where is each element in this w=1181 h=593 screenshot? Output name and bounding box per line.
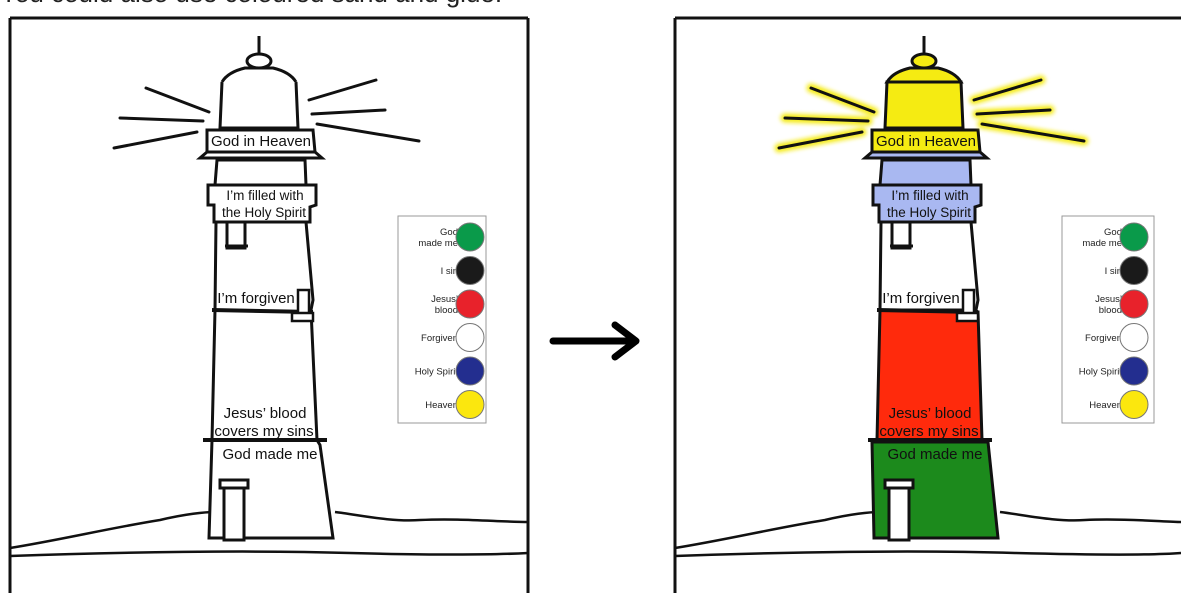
left-label-heaven: God in Heaven [211,133,311,150]
legend-label: made me [1082,238,1122,249]
right-label-forgiven: I’m forgiven [882,290,960,307]
legend-label: God [1104,227,1122,238]
legend-label: Heaven [1089,400,1122,411]
left-label-forgiven: I’m forgiven [217,290,295,307]
legend-label: God [440,227,458,238]
left-label-blood-2: covers my sins [214,423,313,440]
legend-swatch [1120,257,1148,285]
legend-label: I sin [441,266,458,277]
legend-swatch [456,357,484,385]
legend-swatch [456,257,484,285]
left-panel: God in Heaven I’m filled with the Holy S… [10,18,528,593]
legend-swatch [456,290,484,318]
legend-label: Jesus’ [431,294,458,305]
right-label-heaven: God in Heaven [876,133,976,150]
legend-label: Holy Spirit [415,367,459,378]
legend-label: Holy Spirit [1079,367,1123,378]
legend-swatch [456,324,484,352]
right-panel: God in Heaven I’m filled with the Holy S… [675,18,1181,593]
left-lighthouse [200,36,333,540]
right-label-spirit-2: the Holy Spirit [887,205,971,220]
legend-swatch [1120,223,1148,251]
legend-swatch [1120,391,1148,419]
legend-label: Jesus’ [1095,294,1122,305]
legend-label: Forgiven [1085,333,1122,344]
left-label-blood-1: Jesus’ blood [224,405,307,422]
legend-label: Forgiven [421,333,458,344]
right-label-blood-1: Jesus’ blood [889,405,972,422]
legend-label: blood [1099,305,1122,316]
legend-label: blood [435,305,458,316]
right-label-made: God made me [887,446,982,463]
legend-swatch [456,391,484,419]
legend-label: made me [418,238,458,249]
legend-row: Jesus’blood [431,290,484,318]
legend-swatch [1120,324,1148,352]
right-label-spirit-1: I’m filled with [891,188,968,203]
legend-label: I sin [1105,266,1122,277]
legend-swatch [1120,357,1148,385]
legend-label: Heaven [425,400,458,411]
left-label-spirit-2: the Holy Spirit [222,205,306,220]
legend-row: Jesus’blood [1095,290,1148,318]
left-label-spirit-1: I’m filled with [226,188,303,203]
legend-swatch [1120,290,1148,318]
legend-swatch [456,223,484,251]
right-label-blood-2: covers my sins [879,423,978,440]
right-arrow-icon [553,325,636,357]
left-label-made: God made me [222,446,317,463]
